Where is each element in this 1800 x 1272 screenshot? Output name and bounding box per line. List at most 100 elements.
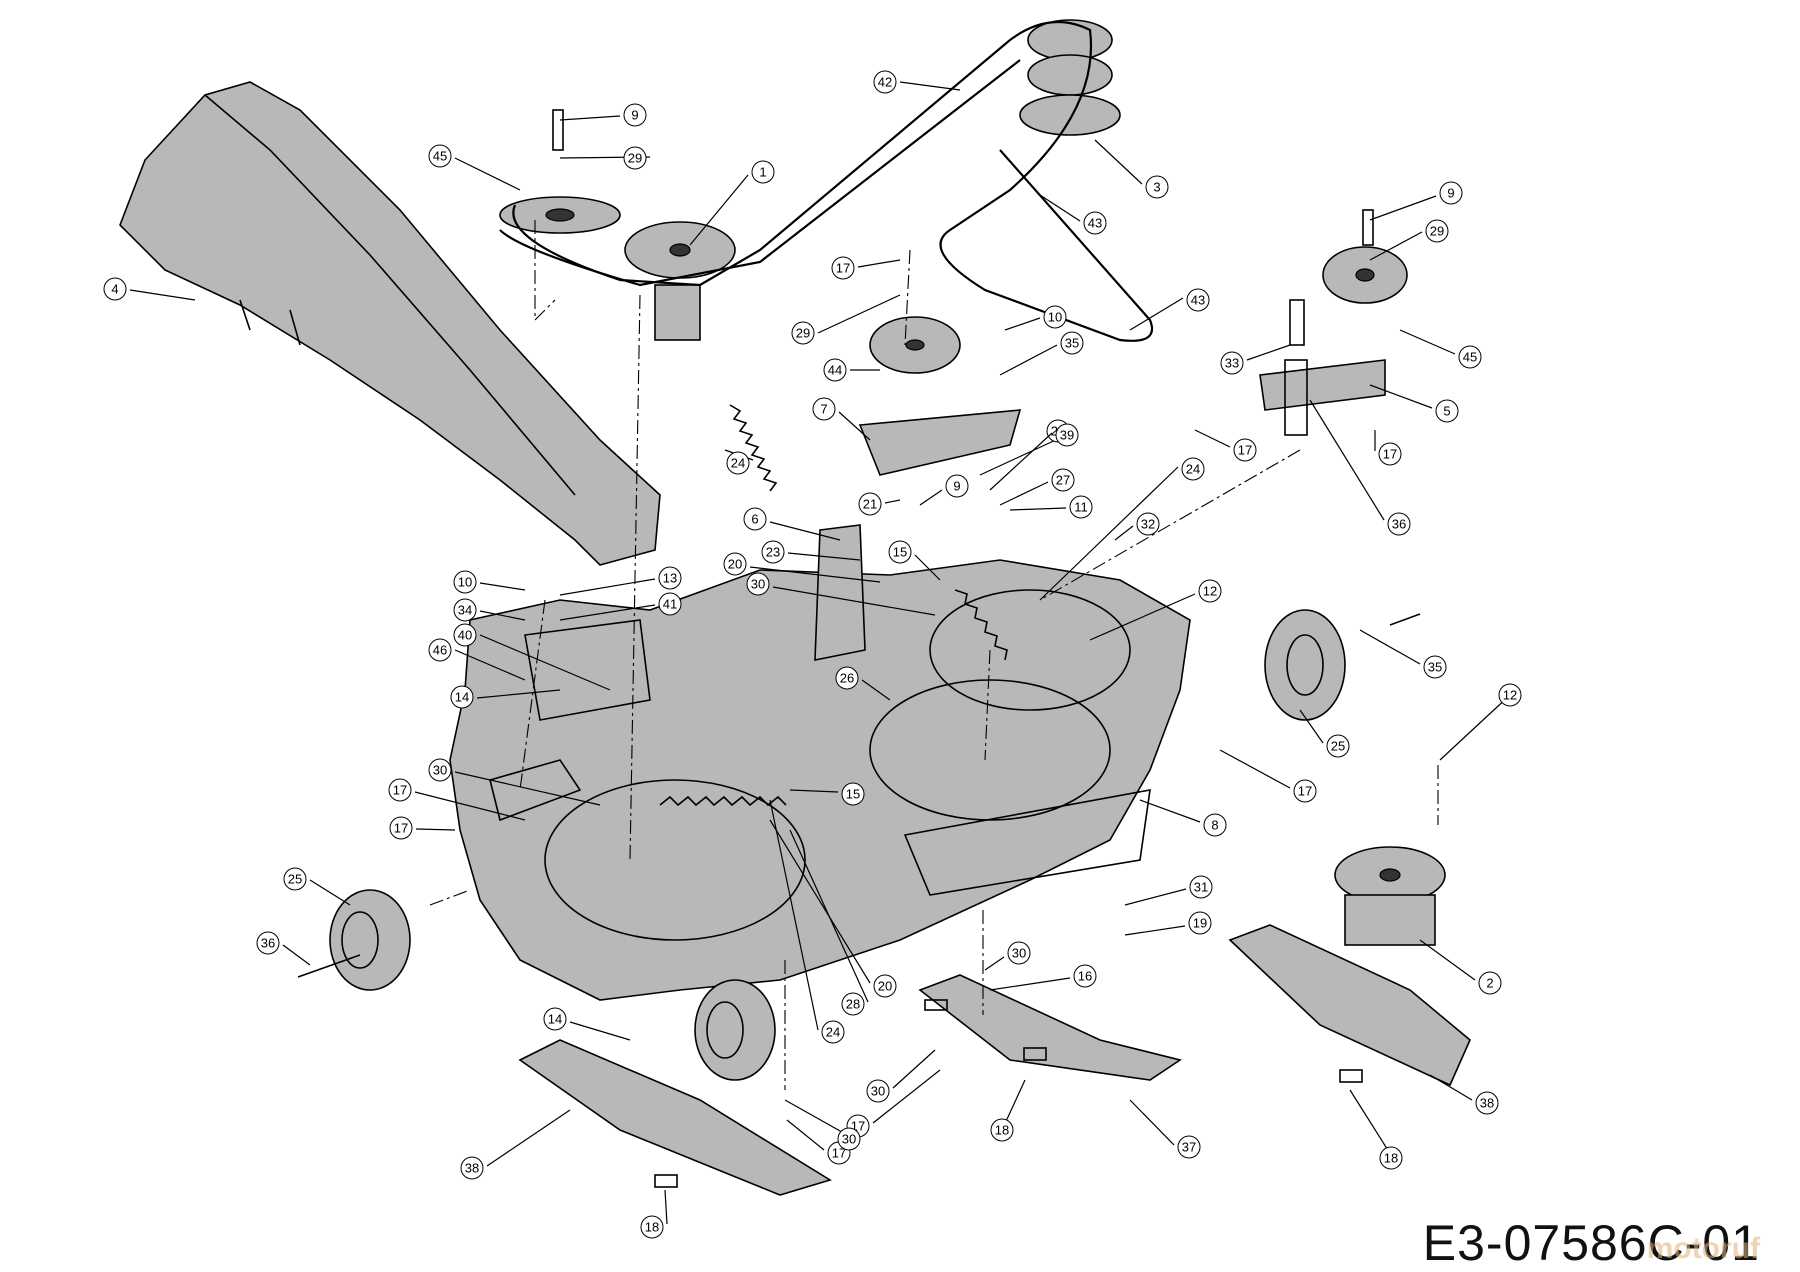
callout-number: 29 xyxy=(628,151,642,166)
callout: 45 xyxy=(428,144,521,191)
callout: 17 xyxy=(846,1069,941,1138)
callout: 41 xyxy=(559,592,682,621)
callout-number: 17 xyxy=(1298,784,1312,799)
callout: 29 xyxy=(791,294,901,345)
callout-number: 35 xyxy=(1065,336,1079,351)
callout-number: 32 xyxy=(1141,517,1155,532)
callout-number: 45 xyxy=(433,149,447,164)
callout-number: 30 xyxy=(751,577,765,592)
callout: 2 xyxy=(1419,939,1502,995)
callout-number: 20 xyxy=(728,557,742,572)
callout: 26 xyxy=(835,666,891,701)
callout-number: 14 xyxy=(455,690,469,705)
callout: 30 xyxy=(746,572,936,616)
callout: 20 xyxy=(769,819,897,998)
callout: 5 xyxy=(1369,384,1459,423)
callout: 12 xyxy=(1439,683,1522,761)
callout: 33 xyxy=(1220,344,1291,375)
callout-number: 9 xyxy=(1447,186,1454,201)
callout: 36 xyxy=(1309,399,1411,536)
callout-number: 35 xyxy=(1428,660,1442,675)
callout: 10 xyxy=(453,570,526,594)
hardware xyxy=(297,109,1421,1188)
callout: 9 xyxy=(919,474,969,506)
callout-number: 17 xyxy=(836,261,850,276)
callout-number: 28 xyxy=(846,997,860,1012)
callout-number: 30 xyxy=(871,1084,885,1099)
callout: 10 xyxy=(1004,305,1067,331)
callout-number: 11 xyxy=(1074,500,1088,515)
callout-number: 27 xyxy=(1056,473,1070,488)
callout: 6 xyxy=(743,507,841,541)
callout: 35 xyxy=(1359,629,1447,679)
callout: 17 xyxy=(1219,749,1317,803)
callout: 18 xyxy=(1349,1089,1403,1170)
callout-number: 43 xyxy=(1191,293,1205,308)
callout: 39 xyxy=(989,423,1079,491)
callout-number: 43 xyxy=(1088,216,1102,231)
callout: 15 xyxy=(789,782,865,806)
callout: 21 xyxy=(858,492,901,516)
callout: 4 xyxy=(103,277,196,301)
callout: 24 xyxy=(769,799,845,1044)
callout: 9 xyxy=(559,103,647,127)
callout-number: 17 xyxy=(832,1146,846,1161)
callout: 13 xyxy=(559,566,682,596)
callout-number: 15 xyxy=(846,787,860,802)
callout-number: 41 xyxy=(663,597,677,612)
callout: 29 xyxy=(1369,219,1449,261)
callout-number: 36 xyxy=(261,936,275,951)
springs xyxy=(659,404,1008,807)
callout: 44 xyxy=(823,358,880,382)
callout-number: 23 xyxy=(766,545,780,560)
callout: 35 xyxy=(999,331,1084,376)
callout-number: 6 xyxy=(751,512,758,527)
callout: 19 xyxy=(1124,911,1212,936)
callout-number: 39 xyxy=(1060,428,1074,443)
callout: 30 xyxy=(428,758,601,806)
callout-number: 17 xyxy=(1383,447,1397,462)
drive-belt xyxy=(499,20,1153,342)
callout-number: 9 xyxy=(631,108,638,123)
callout-number: 36 xyxy=(1392,517,1406,532)
callout-number: 17 xyxy=(1238,443,1252,458)
callout-number: 24 xyxy=(1186,462,1200,477)
callout-number: 20 xyxy=(878,979,892,994)
callout-number: 44 xyxy=(828,363,842,378)
callout: 17 xyxy=(1374,430,1402,466)
callout-number: 45 xyxy=(1463,350,1477,365)
callout: 17 xyxy=(388,778,526,821)
callout: 25 xyxy=(283,867,351,906)
callout: 20 xyxy=(723,552,881,583)
callout: 37 xyxy=(1129,1099,1201,1159)
discharge-chute xyxy=(119,81,661,566)
callout-number: 18 xyxy=(1384,1151,1398,1166)
callout-number: 38 xyxy=(1480,1096,1494,1111)
callout: 30 xyxy=(866,1049,936,1103)
callout-number: 33 xyxy=(1225,356,1239,371)
callout: 14 xyxy=(450,685,561,709)
callout-number: 15 xyxy=(893,545,907,560)
callout-number: 5 xyxy=(1443,404,1450,419)
callout: 43 xyxy=(1129,288,1210,331)
callout: 32 xyxy=(1114,512,1160,541)
callout: 34 xyxy=(453,598,526,622)
callout-number: 8 xyxy=(1211,818,1218,833)
callout-number: 14 xyxy=(548,1012,562,1027)
callout: 30 xyxy=(984,941,1031,971)
callout-number: 25 xyxy=(1331,739,1345,754)
callout-number: 42 xyxy=(878,75,892,90)
callout: 30 xyxy=(784,1099,861,1151)
callout-number: 17 xyxy=(393,783,407,798)
callout-number: 29 xyxy=(796,326,810,341)
callout-number: 24 xyxy=(826,1025,840,1040)
callout-number: 30 xyxy=(433,763,447,778)
callout-number: 38 xyxy=(465,1161,479,1176)
callout: 31 xyxy=(1124,875,1213,906)
callout: 42 xyxy=(873,70,961,94)
callout: 36 xyxy=(256,931,311,966)
callout-number: 18 xyxy=(995,1123,1009,1138)
callout: 17 xyxy=(831,256,901,280)
blades xyxy=(518,924,1471,1196)
